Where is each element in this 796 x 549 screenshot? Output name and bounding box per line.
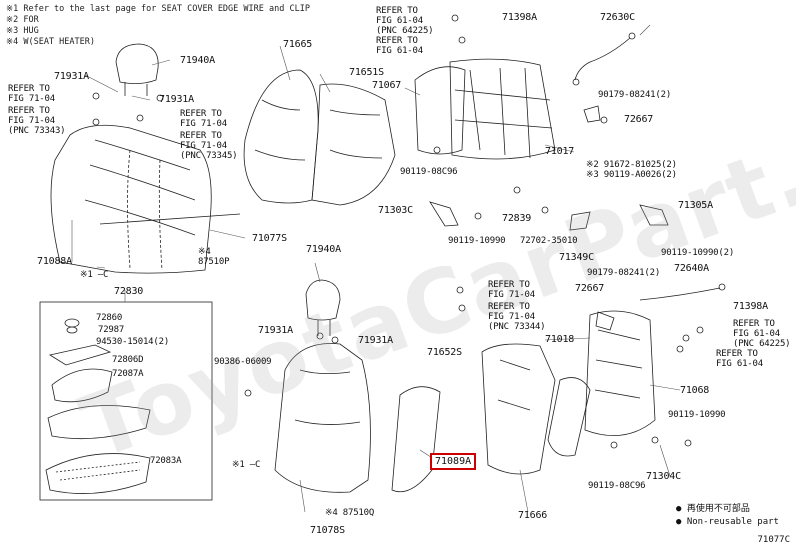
callout-90386[interactable]: 90386-06009 (214, 357, 272, 367)
callout-90119-10990[interactable]: 90119-10990(2) (661, 248, 735, 258)
footnote-1: ※1 Refer to the last page for SEAT COVER… (6, 4, 310, 14)
callout-refer-fig-71-04[interactable]: REFER TO FIG 71-04 (180, 109, 227, 129)
cover-71651s (311, 83, 396, 206)
callout-note-clip[interactable]: ※1 —C (232, 460, 261, 470)
cover-71666 (481, 343, 556, 475)
headrest-71940a-mid (305, 279, 341, 321)
callout-71940a[interactable]: 71940A (306, 244, 341, 255)
callout-71068[interactable]: 71068 (680, 385, 710, 396)
callout-71665[interactable]: 71665 (283, 39, 313, 50)
callout-refer-fig-71-04[interactable]: REFER TO FIG 71-04 (488, 280, 535, 300)
callout-72839[interactable]: 72839 (502, 213, 532, 224)
callout-71304c[interactable]: 71304C (646, 471, 681, 482)
legend-item-1: ● 再使用不可部品 (676, 503, 750, 515)
callout-87510p[interactable]: ※4 87510P (198, 247, 230, 267)
callout-71018[interactable]: 71018 (545, 334, 575, 345)
callout-refer-fig-71-04[interactable]: REFER TO FIG 71-04 (PNC 73345) (180, 131, 238, 161)
callout-71931a[interactable]: 71931A (159, 94, 194, 105)
callout-71017[interactable]: 71017 (545, 146, 575, 157)
callout-71088a[interactable]: 71088A (37, 256, 72, 267)
seatback-assembly-left (50, 124, 212, 274)
callout-90119-08c96[interactable]: 90119-08C96 (588, 481, 646, 491)
callout-refer-fig-71-04[interactable]: REFER TO FIG 71-04 (PNC 73343) (8, 106, 66, 136)
callout-90119-10990[interactable]: 90119-10990 (448, 236, 506, 246)
callout-71305a[interactable]: 71305A (678, 200, 713, 211)
footnote-4: ※4 W(SEAT HEATER) (6, 37, 96, 47)
callout-refer-fig-61-04[interactable]: REFER TO FIG 61-04 (716, 349, 763, 369)
headrest-71940a-top (115, 43, 159, 84)
callout-71398a[interactable]: 71398A (502, 12, 537, 23)
callout-72987[interactable]: 72987 (98, 325, 125, 335)
callout-refer-fig-61-04[interactable]: REFER TO FIG 61-04 (PNC 64225) (376, 6, 434, 36)
panel-71067 (414, 66, 466, 155)
pad-71665 (243, 69, 319, 204)
callout-90119-08c96[interactable]: 90119-08C96 (400, 167, 458, 177)
callout-71666[interactable]: 71666 (518, 510, 548, 521)
armrest-box-72830 (39, 301, 213, 501)
legend-text-en: ● Non-reusable part (676, 517, 779, 527)
callout-refer-fig-71-04[interactable]: REFER TO FIG 71-04 (PNC 73344) (488, 302, 546, 332)
callout-refer-fig-61-04[interactable]: REFER TO FIG 61-04 (PNC 64225) (733, 319, 791, 349)
legend-text-ja: ● 再使用不可部品 (676, 504, 750, 514)
callout-71078s[interactable]: 71078S (310, 525, 345, 536)
callout-72667[interactable]: 72667 (575, 283, 605, 294)
seatback-71078s (274, 343, 371, 493)
figure-code: 71077C (757, 535, 790, 545)
footnote-2: ※2 FOR (6, 15, 39, 25)
cable-72640a (639, 287, 721, 301)
panel-71652s (391, 386, 441, 493)
callout-note-clip[interactable]: ※1 —C (80, 270, 109, 280)
callout-90119-10990[interactable]: 90119-10990 (668, 410, 726, 420)
callout-71349c[interactable]: 71349C (559, 252, 594, 263)
legend-item-2: ● Non-reusable part (676, 516, 779, 528)
callout-90179[interactable]: 90179-08241(2) (587, 268, 661, 278)
callout-71940a[interactable]: 71940A (180, 55, 215, 66)
callout-refer-fig-61-04[interactable]: REFER TO FIG 61-04 (376, 36, 423, 56)
callout-72806d[interactable]: 72806D (112, 355, 144, 365)
callout-refer-fig-71-04[interactable]: REFER TO FIG 71-04 (8, 84, 55, 104)
frame-71017 (449, 58, 556, 160)
callout-72087a[interactable]: 72087A (112, 369, 144, 379)
callout-71931a[interactable]: 71931A (54, 71, 89, 82)
frame-71018 (584, 310, 656, 436)
callout-71931a[interactable]: 71931A (358, 335, 393, 346)
callout-72630c[interactable]: 72630C (600, 12, 635, 23)
callout-91672[interactable]: ※2 91672-81025(2) ※3 90119-A0026(2) (586, 160, 677, 180)
callout-72667[interactable]: 72667 (624, 114, 654, 125)
callout-72083a[interactable]: 72083A (150, 456, 182, 466)
callout-72860[interactable]: 72860 (96, 313, 123, 323)
cable-72630c (574, 37, 631, 81)
callout-71303c[interactable]: 71303C (378, 205, 413, 216)
callout-72702[interactable]: 72702-35010 (520, 236, 578, 246)
callout-71089a-highlighted[interactable]: 71089A (430, 453, 477, 470)
callout-72640a[interactable]: 72640A (674, 263, 709, 274)
callout-71067[interactable]: 71067 (372, 80, 402, 91)
callout-71931a[interactable]: 71931A (258, 325, 293, 336)
callout-71652s[interactable]: 71652S (427, 347, 462, 358)
footnote-3: ※3 HUG (6, 26, 39, 36)
callout-71077s[interactable]: 71077S (252, 233, 287, 244)
callout-90179[interactable]: 90179-08241(2) (598, 90, 672, 100)
trim-71068 (547, 377, 591, 457)
callout-72830[interactable]: 72830 (114, 286, 144, 297)
callout-71651s[interactable]: 71651S (349, 67, 384, 78)
callout-87510q[interactable]: ※4 87510Q (325, 508, 375, 518)
callout-71398a[interactable]: 71398A (733, 301, 768, 312)
callout-94530[interactable]: 94530-15014(2) (96, 337, 170, 347)
